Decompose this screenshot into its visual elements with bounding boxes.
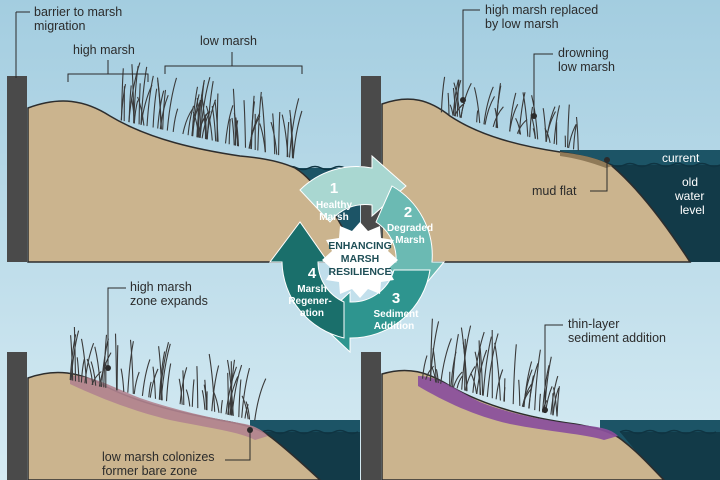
step-4-number: 4 <box>308 265 317 282</box>
step-4-line-1: Marsh <box>297 284 326 295</box>
thin-layer-label-line-1: thin-layer <box>568 317 619 331</box>
step-4-line-3: ation <box>300 308 324 319</box>
cycle-step-4-arrow <box>269 221 345 339</box>
panel-degraded-marsh <box>361 76 720 263</box>
expands-label-line-2: zone expands <box>130 294 208 308</box>
old-water-label-line-1: old <box>682 175 698 189</box>
current-water-label: current <box>662 151 700 165</box>
step-2-number: 2 <box>404 204 412 221</box>
barrier-label-line-1: barrier to marsh <box>34 5 122 19</box>
step-3-line-1: Sediment <box>373 309 419 320</box>
step-1-number: 1 <box>330 180 338 197</box>
colonizes-label-line-2: former bare zone <box>102 464 197 478</box>
panel-marsh-regeneration <box>7 326 360 480</box>
barrier-wall-healthy <box>7 76 27 262</box>
drowning-label-line-2: low marsh <box>558 60 615 74</box>
drowning-label-line-1: drowning <box>558 46 609 60</box>
resilience-cycle: ENHANCING MARSH RESILIENCE 1 Healthy Mar… <box>269 154 446 354</box>
center-label-line-3: RESILIENCE <box>328 266 391 278</box>
marsh-grass-healthy <box>120 62 303 159</box>
step-3-number: 3 <box>392 290 400 307</box>
labels-healthy: barrier to marsh migration high marsh lo… <box>15 5 303 82</box>
thin-layer-sediment <box>418 376 618 440</box>
step-2-line-2: Marsh <box>395 235 424 246</box>
cycle-center-burst <box>322 222 398 298</box>
center-label-line-2: MARSH <box>341 253 380 265</box>
low-marsh-label: low marsh <box>200 34 257 48</box>
cycle-step-3-arrow <box>317 269 431 354</box>
high-marsh-label: high marsh <box>73 43 135 57</box>
step-3-line-2: Addition <box>374 321 415 332</box>
expands-label-line-1: high marsh <box>130 280 192 294</box>
high-marsh-zone <box>70 375 268 440</box>
barrier-label-line-2: migration <box>34 19 85 33</box>
mud-flat <box>560 152 612 168</box>
step-1-line-2: Marsh <box>319 212 348 223</box>
mud-flat-label: mud flat <box>532 184 577 198</box>
barrier-wall-regeneration <box>7 352 27 480</box>
marsh-grass-degraded <box>440 76 579 151</box>
center-label-line-1: ENHANCING <box>328 240 392 252</box>
cycle-step-1-arrow <box>299 154 407 223</box>
thin-layer-label-line-2: sediment addition <box>568 331 666 345</box>
labels-sediment: thin-layer sediment addition <box>542 317 666 413</box>
labels-degraded: high marsh replaced by low marsh drownin… <box>460 3 705 217</box>
old-water-label-line-3: level <box>680 203 705 217</box>
step-4-line-2: Regener- <box>288 296 331 307</box>
step-2-line-1: Degraded <box>387 223 433 234</box>
colonizes-label-line-1: low marsh colonizes <box>102 450 215 464</box>
marsh-grass-sediment <box>421 318 560 417</box>
panel-sediment-addition <box>361 318 720 480</box>
replaced-label-line-2: by low marsh <box>485 17 559 31</box>
step-1-line-1: Healthy <box>316 200 353 211</box>
barrier-wall-sediment <box>361 352 381 480</box>
replaced-label-line-1: high marsh replaced <box>485 3 598 17</box>
labels-regeneration: high marsh zone expands low marsh coloni… <box>102 280 253 478</box>
old-water-label-line-2: water <box>674 189 704 203</box>
